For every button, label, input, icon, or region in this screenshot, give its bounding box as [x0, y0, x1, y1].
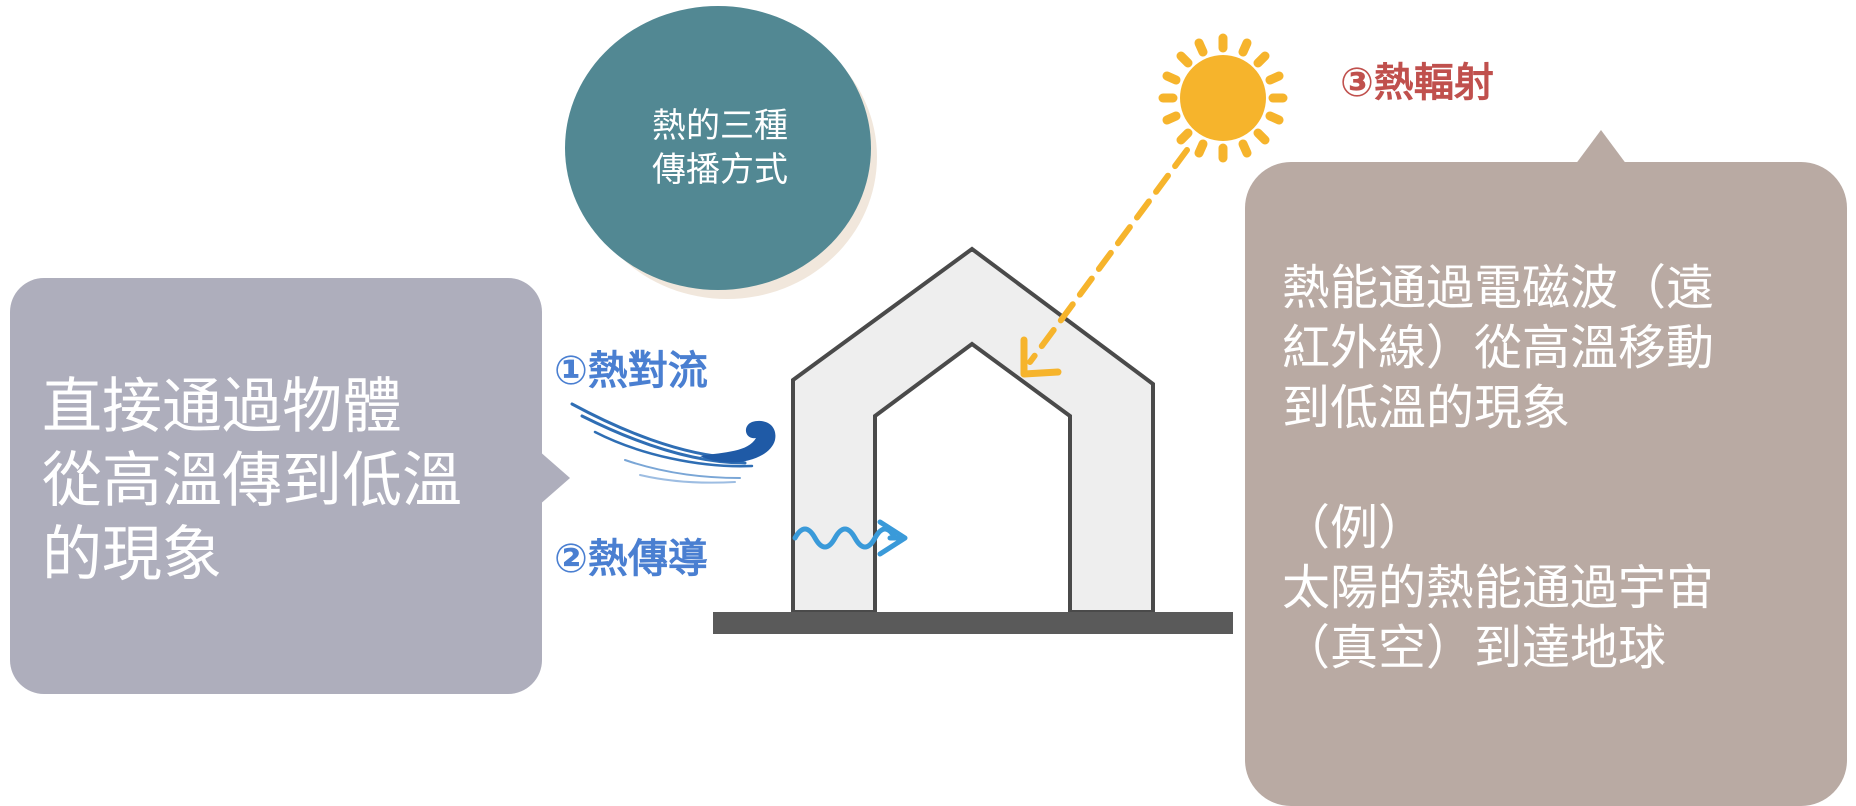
conduction-description: 直接通過物體 從高溫傳到低溫 的現象: [42, 370, 512, 592]
sun-icon: [1158, 33, 1288, 163]
heat-conduction-arrow-icon: [792, 519, 908, 557]
diagram-title-line-1: 熱的三種: [652, 105, 788, 146]
diagram-title: 熱的三種傳播方式: [565, 0, 875, 295]
radiation-label: ③熱輻射: [1340, 60, 1494, 106]
radiation-description-line: 熱能通過電磁波（遠: [1282, 260, 1715, 316]
radiation-example-label: （例）: [1282, 500, 1427, 556]
ground-line: [713, 612, 1233, 634]
conduction-description-line: 直接通過物體: [42, 372, 402, 442]
radiation-description: 熱能通過電磁波（遠 紅外線）從高溫移動 到低溫的現象 （例） 太陽的熱能通過宇宙…: [1282, 258, 1802, 678]
house-outer-wall: [791, 246, 1155, 614]
radiation-description-line: [1282, 438, 1802, 498]
title-circle: [565, 6, 871, 290]
radiation-arrow-icon: [1020, 147, 1190, 378]
wind-icon: [570, 402, 754, 484]
radiation-example-line: 太陽的熱能通過宇宙: [1282, 560, 1715, 616]
left-speech-bubble: [10, 278, 570, 694]
radiation-description-line: 紅外線）從高溫移動: [1282, 320, 1715, 376]
radiation-description-line: 到低溫的現象: [1282, 380, 1571, 436]
diagram-title-line-2: 傳播方式: [652, 149, 788, 190]
right-speech-bubble: [1245, 130, 1847, 806]
conduction-label: ②熱傳導: [554, 536, 708, 582]
convection-label: ①熱對流: [554, 348, 708, 394]
house-diagram: [713, 246, 1233, 634]
conduction-description-line: 從高溫傳到低溫: [42, 446, 462, 516]
conduction-description-line: 的現象: [42, 520, 222, 590]
radiation-example-line: （真空）到達地球: [1282, 620, 1667, 676]
wind-swirl-icon: [700, 420, 776, 463]
